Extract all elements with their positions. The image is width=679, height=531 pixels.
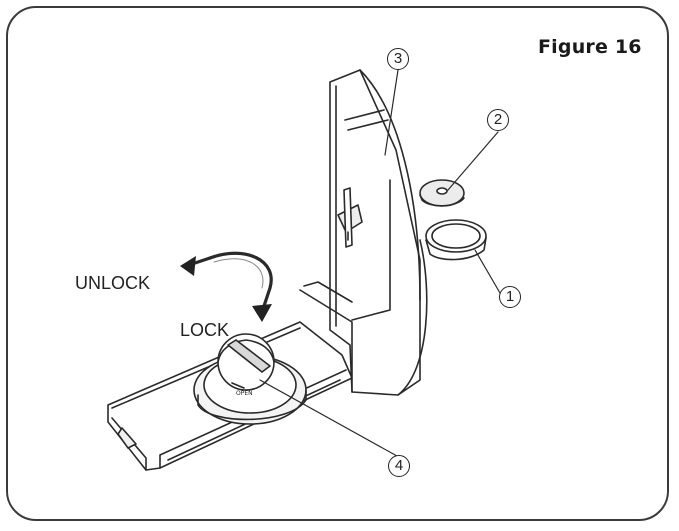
callout-2: 2 bbox=[487, 109, 509, 131]
leader-2 bbox=[447, 131, 499, 191]
rotation-arrow bbox=[180, 251, 273, 322]
callout-4: 4 bbox=[388, 455, 410, 477]
leader-1 bbox=[474, 249, 501, 294]
blade-compartment: OPEN bbox=[193, 333, 307, 425]
cap-disc bbox=[419, 179, 465, 207]
seal-ring bbox=[425, 219, 487, 261]
device-lid bbox=[299, 69, 428, 396]
leader-4 bbox=[259, 379, 398, 457]
lock-label: LOCK bbox=[180, 320, 230, 340]
figure-title: Figure 16 bbox=[538, 36, 642, 58]
callout-1: 1 bbox=[499, 286, 521, 308]
leader-3 bbox=[384, 69, 399, 156]
callout-3: 3 bbox=[387, 48, 409, 70]
svg-text:OPEN: OPEN bbox=[236, 390, 253, 397]
leader-lines bbox=[259, 69, 501, 457]
unlock-label: UNLOCK bbox=[75, 273, 151, 293]
